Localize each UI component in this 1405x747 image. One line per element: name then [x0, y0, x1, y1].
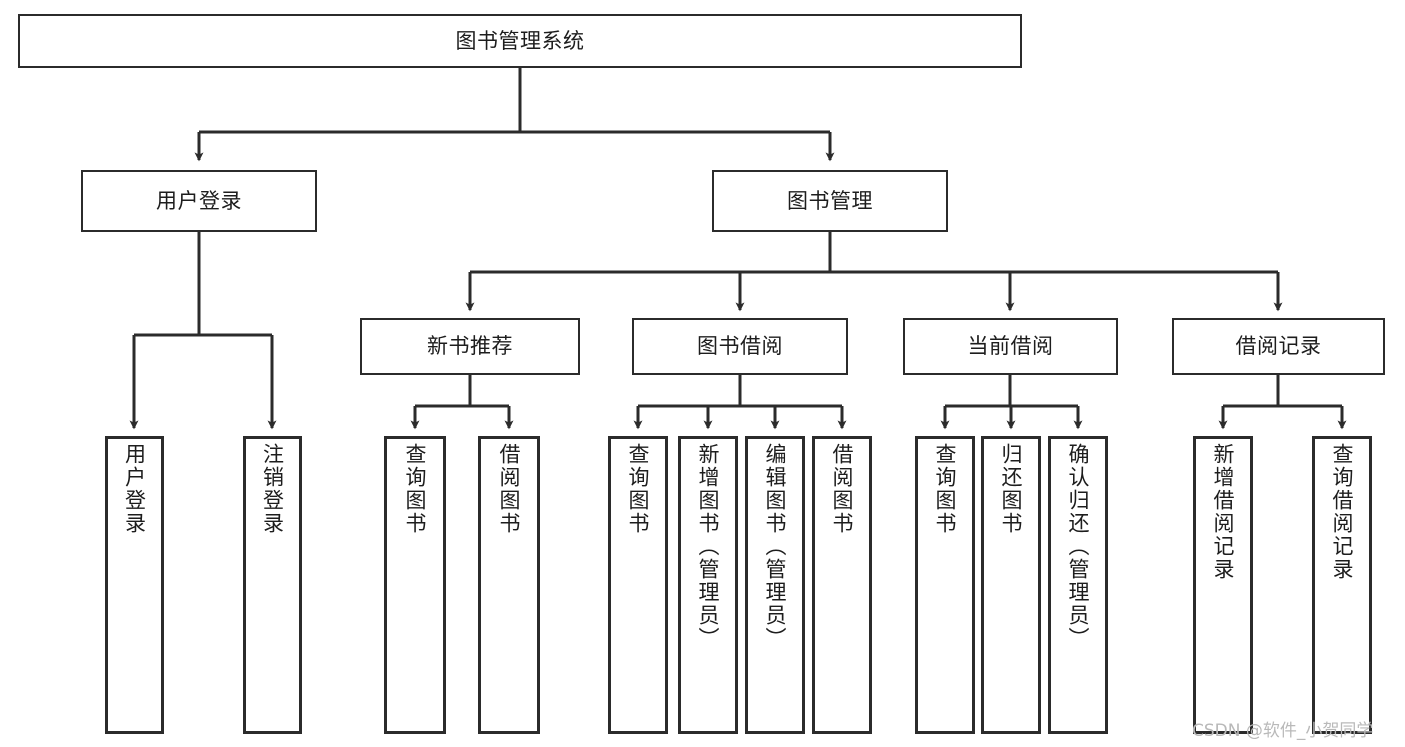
leaf-new-book-query-books[interactable]: 查询图书: [384, 436, 446, 734]
node-new-book-recommendation[interactable]: 新书推荐: [360, 318, 580, 375]
node-label: 查询图书: [933, 443, 958, 535]
node-label: 编辑图书（管理员）: [763, 443, 788, 650]
node-label: 借阅记录: [1235, 334, 1322, 359]
node-label: 确认归还（管理员）: [1066, 443, 1091, 650]
leaf-new-book-borrow-books[interactable]: 借阅图书: [478, 436, 540, 734]
node-label: 借阅图书: [497, 443, 522, 535]
node-label: 图书管理系统: [455, 28, 585, 53]
node-label: 图书借阅: [697, 334, 783, 359]
node-label: 查询借阅记录: [1330, 443, 1355, 581]
node-label: 查询图书: [626, 443, 651, 535]
node-user-login[interactable]: 用户登录: [81, 170, 317, 232]
node-label: 当前借阅: [967, 334, 1054, 359]
leaf-current-borrow-query-books[interactable]: 查询图书: [915, 436, 975, 734]
node-label: 新增图书（管理员）: [696, 443, 721, 650]
leaf-book-borrow-add-book-admin[interactable]: 新增图书（管理员）: [678, 436, 738, 734]
node-root-library-management-system[interactable]: 图书管理系统: [18, 14, 1022, 68]
leaf-user-login-logout[interactable]: 注销登录: [243, 436, 302, 734]
leaf-user-login-login[interactable]: 用户登录: [105, 436, 164, 734]
leaf-book-borrow-query-books[interactable]: 查询图书: [608, 436, 668, 734]
node-label: 归还图书: [999, 443, 1024, 535]
node-label: 查询图书: [403, 443, 428, 535]
node-label: 新书推荐: [427, 334, 513, 359]
leaf-book-borrow-edit-book-admin[interactable]: 编辑图书（管理员）: [745, 436, 805, 734]
node-label: 注销登录: [260, 443, 285, 535]
node-label: 借阅图书: [830, 443, 855, 535]
node-borrowing-record[interactable]: 借阅记录: [1172, 318, 1385, 375]
node-label: 用户登录: [156, 188, 242, 213]
node-label: 新增借阅记录: [1211, 443, 1236, 581]
leaf-current-borrow-return-books[interactable]: 归还图书: [981, 436, 1041, 734]
node-label: 图书管理: [787, 188, 873, 213]
node-book-management[interactable]: 图书管理: [712, 170, 948, 232]
leaf-book-borrow-borrow-books[interactable]: 借阅图书: [812, 436, 872, 734]
leaf-current-borrow-confirm-return-admin[interactable]: 确认归还（管理员）: [1048, 436, 1108, 734]
node-label: 用户登录: [122, 443, 147, 535]
node-current-borrowing[interactable]: 当前借阅: [903, 318, 1118, 375]
csdn-watermark: CSDN @软件_小贺同学: [1192, 721, 1374, 741]
leaf-borrow-record-query-record[interactable]: 查询借阅记录: [1312, 436, 1372, 734]
leaf-borrow-record-add-record[interactable]: 新增借阅记录: [1193, 436, 1253, 734]
node-book-borrowing[interactable]: 图书借阅: [632, 318, 848, 375]
